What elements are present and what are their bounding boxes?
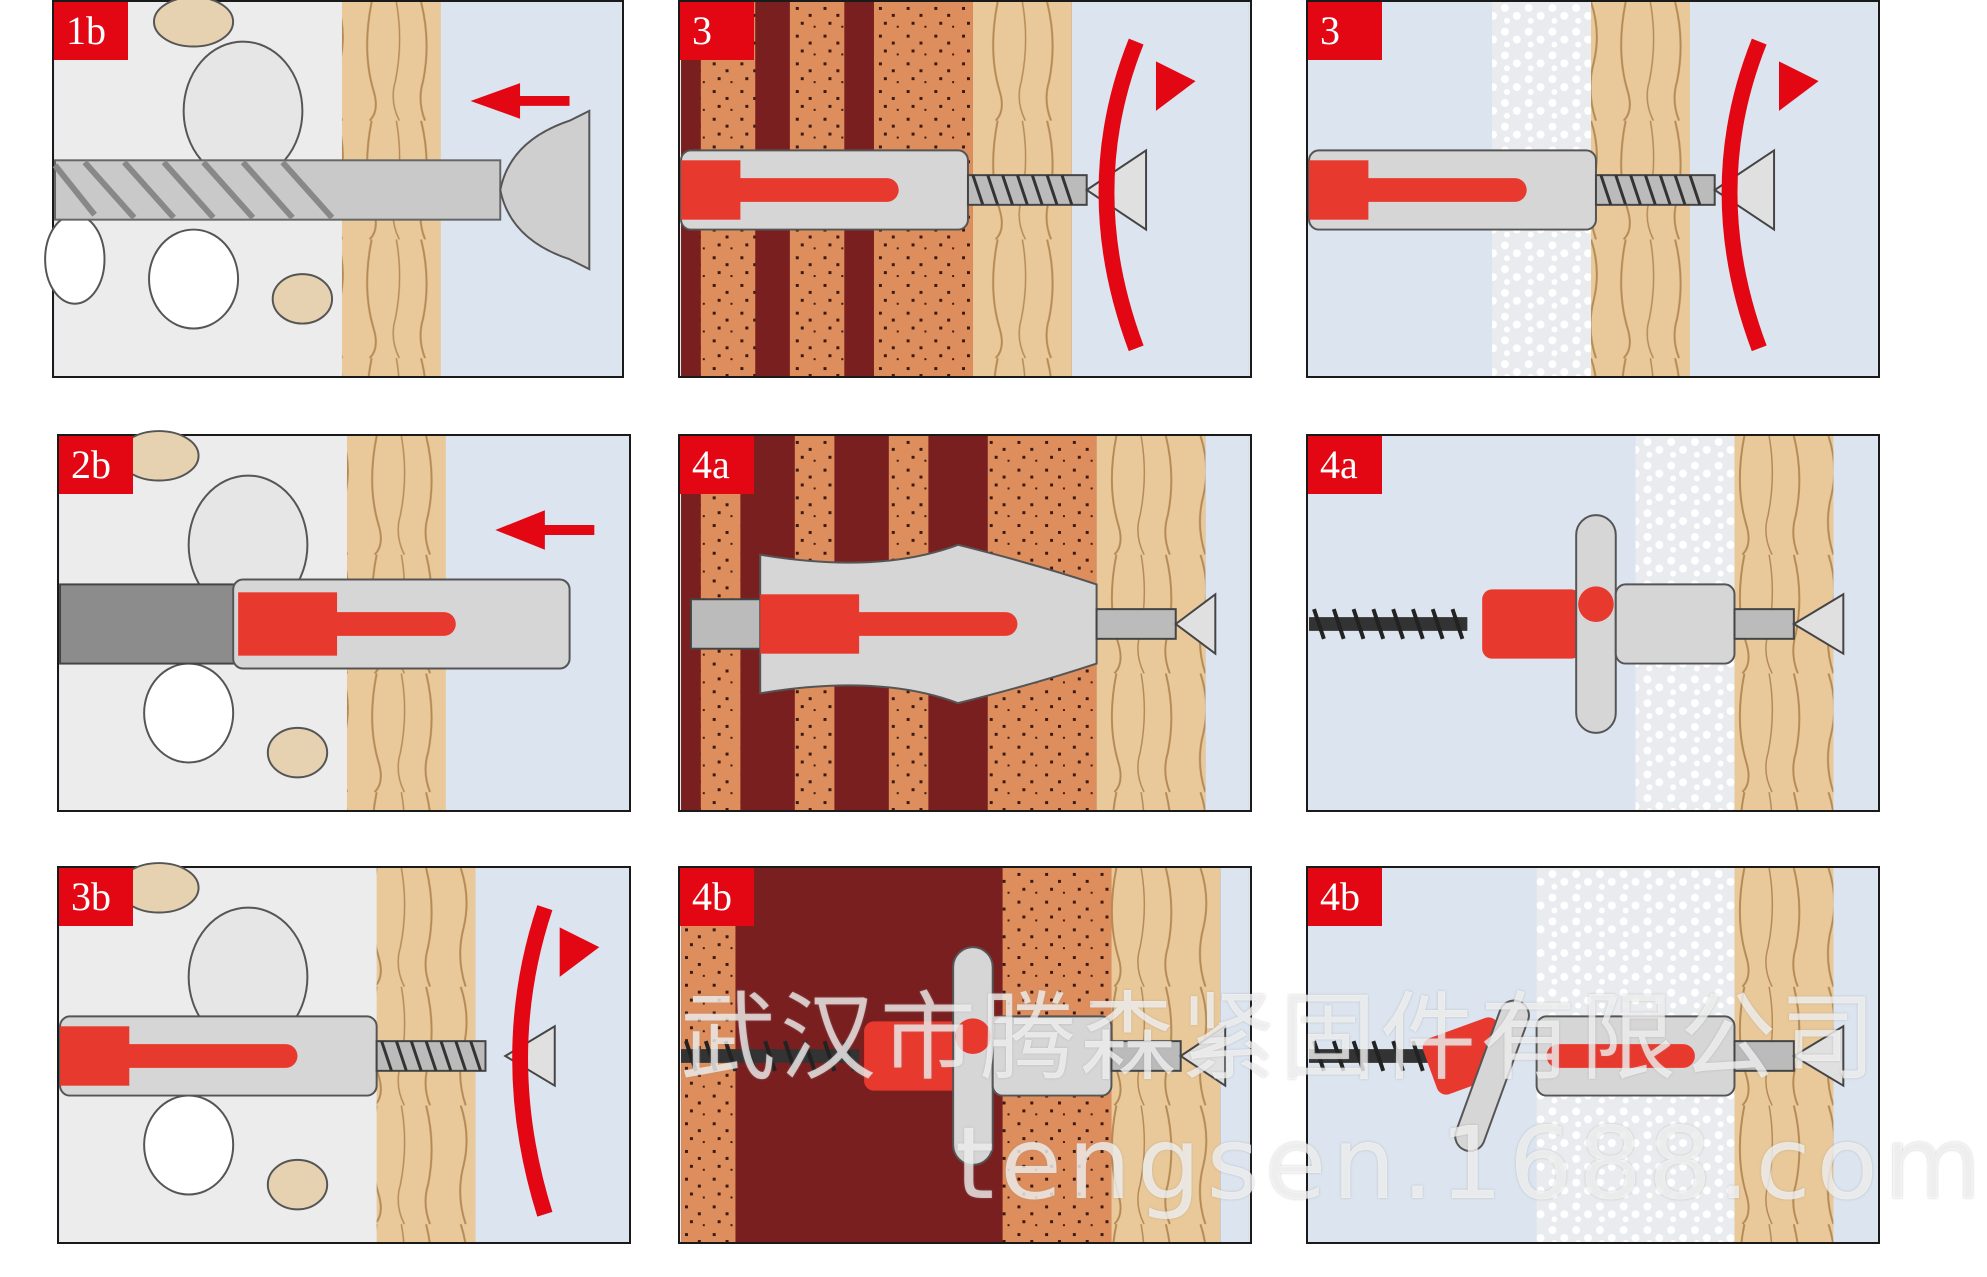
step-label: 3 [1308,2,1382,60]
step-panel-4a-plasterboard: 4a [1306,434,1880,812]
knotted-plug-plasterboard-illustration [1309,436,1877,810]
step-panel-3-plasterboard: 3 [1306,0,1880,378]
step-label: 4a [1308,436,1382,494]
step-panel-3b: 3b [57,862,631,1244]
step-panel-4b-brick: 4b [678,866,1252,1244]
step-label: 1b [54,2,128,60]
step-panel-4a-brick: 4a [678,434,1252,812]
screw-in-concrete-illustration [59,862,628,1242]
insert-plug-concrete-illustration [59,430,628,810]
step-panel-3-brick: 3 [678,0,1252,378]
step-panel-4b-plasterboard: 4b [1306,866,1880,1244]
screw-in-brick-illustration [680,2,1249,376]
step-label: 4b [1308,868,1382,926]
step-label: 4b [680,868,754,926]
drill-in-concrete-illustration [44,0,621,376]
knotted-plug-double-board-illustration [1309,868,1877,1242]
expanded-plug-brick-illustration [681,436,1249,810]
knotted-plug-brick-illustration [681,868,1249,1242]
step-panel-1b: 1b [44,0,624,378]
step-panel-2b: 2b [57,430,631,812]
step-label: 4a [680,436,754,494]
step-label: 3b [59,868,133,926]
step-label: 2b [59,436,133,494]
screw-in-plasterboard-illustration [1308,2,1877,376]
step-label: 3 [680,2,754,60]
